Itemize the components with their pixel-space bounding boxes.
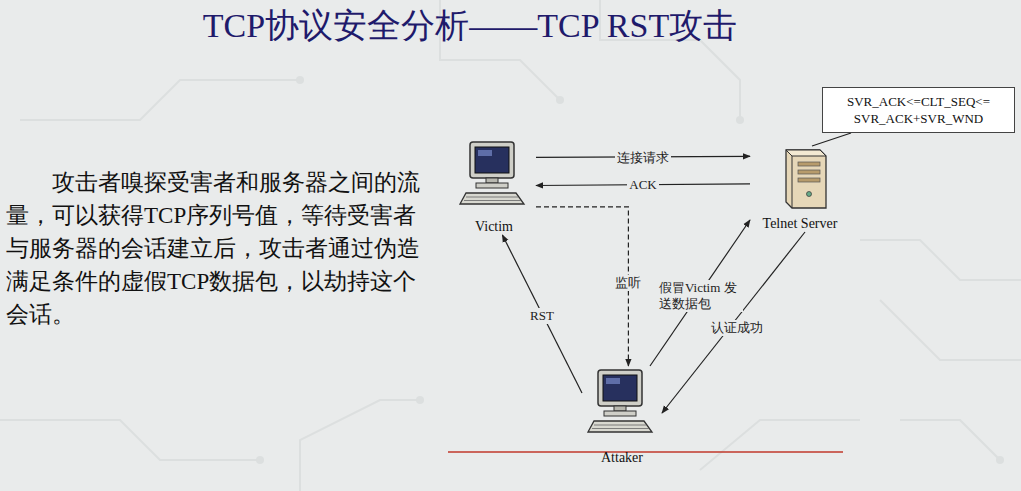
callout-text: SVR_ACK<=CLT_SEQ<= SVR_ACK+SVR_WND bbox=[829, 93, 1008, 127]
computer-icon bbox=[458, 138, 530, 210]
telnet-server: Telnet Server bbox=[750, 146, 850, 232]
leader-line bbox=[812, 133, 851, 146]
slide-title: TCP协议安全分析——TCP RST攻击 bbox=[0, 3, 940, 49]
server-icon bbox=[772, 146, 828, 212]
node-label: Attaker bbox=[601, 449, 643, 466]
victim-computer: Victim bbox=[452, 138, 536, 235]
edge-label: 连接请求 bbox=[615, 150, 671, 166]
red-baseline bbox=[448, 451, 843, 453]
flow-arrow bbox=[650, 220, 750, 366]
description-paragraph: 攻击者嗅探受害者和服务器之间的流量，可以获得TCP序列号值，等待受害者与服务器的… bbox=[6, 166, 424, 331]
flow-arrow bbox=[502, 235, 582, 393]
edge-label: RST bbox=[528, 308, 556, 324]
computer-icon bbox=[586, 366, 658, 438]
flow-arrow bbox=[662, 232, 805, 413]
node-label: Victim bbox=[475, 218, 513, 235]
node-label: Telnet Server bbox=[763, 215, 838, 232]
attacker-computer: Attaker bbox=[582, 366, 662, 466]
condition-callout: SVR_ACK<=CLT_SEQ<= SVR_ACK+SVR_WND bbox=[822, 87, 1015, 133]
edge-label: ACK bbox=[627, 177, 658, 193]
edge-label: 假冒Victim 发送数据包 bbox=[657, 280, 743, 312]
edge-label: 监听 bbox=[613, 275, 643, 291]
edge-label: 认证成功 bbox=[709, 320, 765, 336]
